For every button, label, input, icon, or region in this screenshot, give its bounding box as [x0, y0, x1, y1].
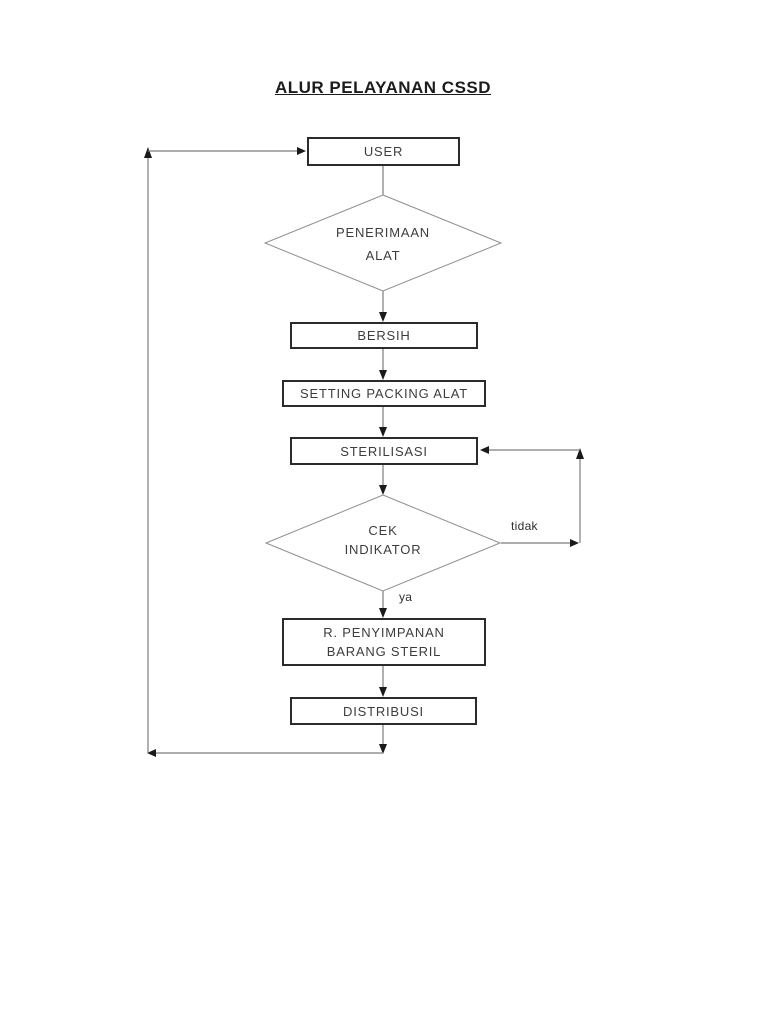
node-user: USER	[307, 137, 460, 166]
edge-cek-indikator-to-sterilisasi	[480, 446, 584, 547]
decision-penerimaan-alat: PENERIMAAN ALAT	[283, 221, 483, 267]
edge-penerimaan-alat-to-bersih	[379, 291, 387, 322]
node-bersih: BERSIH	[290, 322, 478, 349]
edge-bersih-to-setting-packing-alat	[379, 349, 387, 380]
decision-cek-indikator-line2: INDIKATOR	[344, 542, 422, 557]
node-r-penyimpanan-line1: R. PENYIMPANAN	[323, 625, 445, 640]
node-sterilisasi-label: STERILISASI	[340, 443, 428, 459]
node-distribusi: DISTRIBUSI	[290, 697, 477, 725]
node-sterilisasi: STERILISASI	[290, 437, 478, 465]
decision-cek-indikator: CEK INDIKATOR	[283, 521, 483, 559]
node-setting-packing-alat: SETTING PACKING ALAT	[282, 380, 486, 407]
edge-label-ya: ya	[399, 590, 413, 604]
node-user-label: USER	[363, 144, 404, 159]
node-distribusi-label: DISTRIBUSI	[343, 703, 424, 719]
node-setting-packing-alat-label: SETTING PACKING ALAT	[300, 386, 468, 401]
edge-sterilisasi-to-cek-indikator	[379, 465, 387, 495]
edge-distribusi-to-user	[144, 147, 387, 757]
decision-diamond-cek-indikator-shape	[264, 494, 502, 592]
decision-diamond-penerimaan-alat-shape	[263, 194, 503, 292]
edge-cek-indikator-to-penyimpanan	[379, 591, 387, 618]
page-title: ALUR PELAYANAN CSSD	[274, 78, 492, 97]
edge-penyimpanan-to-distribusi	[379, 666, 387, 697]
edge-label-tidak: tidak	[511, 519, 538, 533]
node-r-penyimpanan-line2: BARANG STERIL	[326, 644, 442, 659]
node-r-penyimpanan-barang-steril: R. PENYIMPANAN BARANG STERIL	[282, 618, 486, 666]
decision-cek-indikator-line1: CEK	[368, 523, 398, 538]
edge-setting-packing-alat-to-sterilisasi	[379, 407, 387, 437]
node-bersih-label: BERSIH	[357, 328, 411, 343]
decision-penerimaan-alat-line2: ALAT	[365, 248, 401, 263]
decision-penerimaan-alat-line1: PENERIMAAN	[336, 225, 430, 240]
